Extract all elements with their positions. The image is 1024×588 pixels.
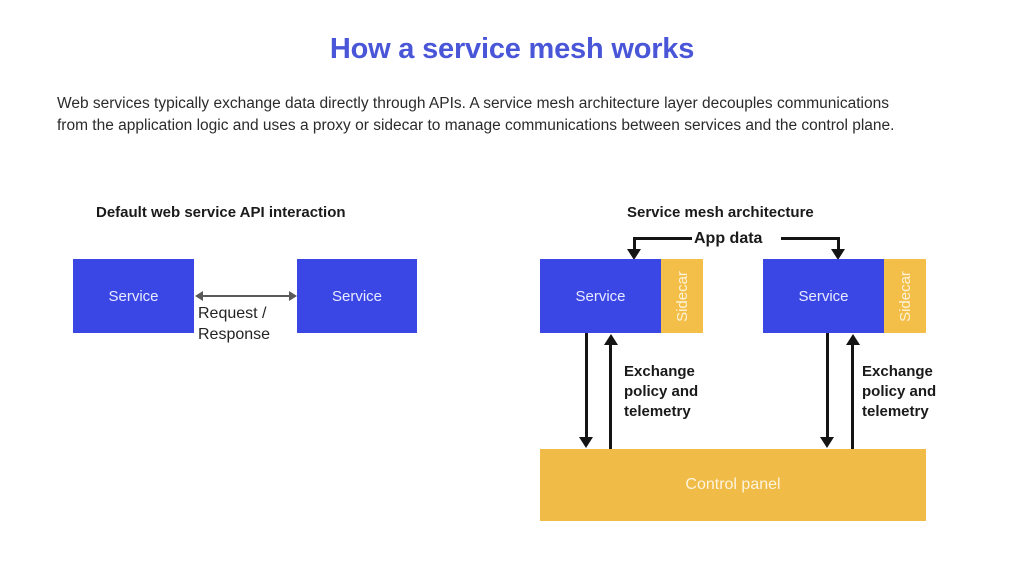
node-2-uplink-arrowhead — [846, 334, 860, 345]
left-service-a-box: Service — [73, 259, 194, 333]
app-data-line-left — [634, 237, 692, 240]
mesh-node-1-sidecar-label: Sidecar — [673, 270, 691, 322]
app-data-arrowhead-right — [831, 249, 845, 260]
request-response-arrowhead-right — [289, 291, 297, 301]
left-diagram-heading: Default web service API interaction — [96, 204, 346, 221]
request-response-label: Request / Response — [198, 303, 270, 345]
mesh-node-1-sidecar-box: Sidecar — [661, 259, 703, 333]
page-title: How a service mesh works — [329, 33, 695, 65]
exchange-label-2-line1: Exchange — [862, 363, 933, 380]
exchange-label-2: Exchange policy and telemetry — [862, 362, 936, 422]
mesh-node-1-service-label: Service — [575, 287, 626, 305]
request-response-arrowhead-left — [195, 291, 203, 301]
control-panel-box: Control panel — [540, 449, 926, 521]
right-diagram-heading: Service mesh architecture — [627, 204, 814, 221]
node-1-uplink-line — [609, 344, 612, 449]
control-panel-label: Control panel — [685, 476, 781, 493]
node-2-uplink-line — [851, 344, 854, 449]
mesh-node-2-sidecar-label: Sidecar — [896, 270, 914, 322]
app-data-drop-right — [837, 237, 840, 250]
node-1-downlink-line — [585, 333, 588, 438]
left-service-a-label: Service — [108, 287, 159, 305]
app-data-label: App data — [694, 230, 763, 247]
node-2-downlink-line — [826, 333, 829, 438]
app-data-line-right — [781, 237, 839, 240]
mesh-node-2-sidecar-box: Sidecar — [884, 259, 926, 333]
left-service-b-label: Service — [331, 287, 383, 305]
node-2-downlink-arrowhead — [820, 437, 834, 448]
intro-paragraph: Web services typically exchange data dir… — [57, 95, 895, 134]
exchange-label-1-line2: policy and — [624, 383, 699, 400]
request-response-connector-line — [202, 295, 290, 297]
left-service-b-box: Service — [297, 259, 417, 333]
exchange-label-2-line3: telemetry — [862, 403, 929, 420]
exchange-label-2-line2: policy and — [862, 383, 937, 400]
request-response-label-line2: Response — [198, 326, 271, 343]
mesh-node-2-service-label: Service — [798, 287, 849, 305]
request-response-label-line1: Request / — [198, 305, 267, 322]
app-data-drop-left — [633, 237, 636, 250]
exchange-label-1: Exchange policy and telemetry — [624, 362, 698, 422]
exchange-label-1-line3: telemetry — [624, 403, 691, 420]
app-data-arrowhead-left — [627, 249, 641, 260]
mesh-node-1-service-box: Service — [540, 259, 661, 333]
exchange-label-1-line1: Exchange — [624, 363, 695, 380]
node-1-downlink-arrowhead — [579, 437, 593, 448]
mesh-node-2-service-box: Service — [763, 259, 884, 333]
node-1-uplink-arrowhead — [604, 334, 618, 345]
